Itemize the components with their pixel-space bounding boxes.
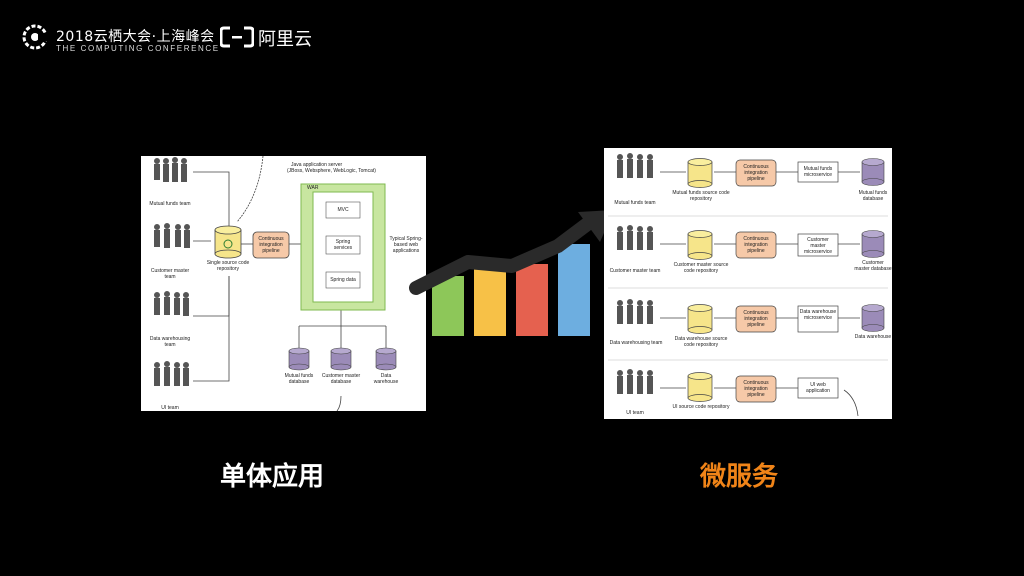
service-boxes bbox=[797, 161, 839, 399]
growth-bar-blue bbox=[558, 244, 590, 336]
db-label-data-warehouse: Data warehouse bbox=[373, 373, 399, 385]
micro-pipeline-label-2: Continuous integration pipeline bbox=[743, 310, 769, 328]
micro-pipeline-label-0: Continuous integration pipeline bbox=[743, 164, 769, 182]
micro-db-label-2: Data warehouse bbox=[854, 334, 892, 340]
growth-bar-red bbox=[516, 264, 548, 336]
pipeline-boxes bbox=[735, 159, 777, 403]
database-icons bbox=[288, 347, 397, 371]
micro-pipeline-label-1: Continuous integration pipeline bbox=[743, 236, 769, 254]
micro-service-label-3: UI web application bbox=[806, 382, 830, 394]
micro-team-label-2: Data warehousing team bbox=[609, 340, 663, 346]
server-title: Java application server bbox=[291, 162, 343, 168]
micro-repo-label-3: UI source code repository bbox=[672, 404, 730, 410]
aliyun-logo-icon bbox=[220, 26, 254, 48]
microservices-caption: 微服务 bbox=[700, 462, 779, 492]
war-label: WAR bbox=[307, 185, 319, 191]
team-label-mutual-funds: Mutual funds team bbox=[149, 201, 191, 207]
micro-db-label-0: Mutual funds database bbox=[858, 190, 888, 202]
db-label-customer-master: Customer master database bbox=[321, 373, 361, 385]
team-label-data-warehousing: Data warehousing team bbox=[149, 336, 191, 348]
pipeline-label: Continuous integration pipeline bbox=[258, 236, 284, 254]
module-spring-data: Spring data bbox=[330, 277, 356, 283]
growth-arrow bbox=[409, 215, 597, 295]
micro-service-label-0: Mutual funds microservice bbox=[803, 166, 833, 178]
source-repository-icon bbox=[214, 225, 242, 259]
server-subtitle: (JBoss, Websphere, WebLogic, Tomcat) bbox=[287, 168, 376, 174]
database-icons bbox=[861, 158, 885, 332]
conference-title: 2018云栖大会·上海峰会 bbox=[56, 29, 215, 45]
team-label-ui: UI team bbox=[161, 405, 179, 411]
growth-bar-yellow bbox=[474, 260, 506, 336]
micro-repo-label-1: Customer master source code repository bbox=[673, 262, 729, 274]
repository-icons bbox=[687, 158, 713, 402]
monolith-caption: 单体应用 bbox=[220, 462, 325, 492]
micro-team-label-3: UI team bbox=[626, 410, 644, 416]
growth-bar-green bbox=[432, 276, 464, 336]
module-mvc: MVC bbox=[337, 207, 349, 213]
micro-service-label-1: Customer master microservice bbox=[803, 237, 833, 255]
team-label-customer-master: Customer master team bbox=[150, 268, 190, 280]
brand-name: 阿里云 bbox=[258, 29, 312, 50]
micro-service-label-2: Data warehouse microservice bbox=[799, 309, 837, 321]
team-people-icons bbox=[617, 153, 653, 394]
conference-subtitle: THE COMPUTING CONFERENCE bbox=[56, 44, 220, 53]
db-label-mutual-funds: Mutual funds database bbox=[284, 373, 314, 385]
monolith-diagram: Java application server (JBoss, Webspher… bbox=[141, 156, 426, 411]
cloud-conference-logo-icon bbox=[22, 24, 48, 50]
micro-repo-label-0: Mutual funds source code repository bbox=[672, 190, 730, 202]
microservices-diagram: Mutual funds team Mutual funds source co… bbox=[604, 148, 892, 419]
repo-label: Single source code repository bbox=[206, 260, 250, 272]
growth-graphic bbox=[409, 210, 614, 336]
micro-repo-label-2: Data warehouse source code repository bbox=[674, 336, 728, 348]
micro-team-label-0: Mutual funds team bbox=[614, 200, 656, 206]
micro-team-label-1: Customer master team bbox=[609, 268, 661, 274]
team-people-icons bbox=[154, 157, 190, 386]
module-spring-services: Spring services bbox=[333, 239, 353, 251]
micro-db-label-1: Customer master database bbox=[854, 260, 892, 272]
micro-pipeline-label-3: Continuous integration pipeline bbox=[743, 380, 769, 398]
typical-label: Typical Spring-based web applications bbox=[389, 236, 423, 254]
ci-pipeline-box bbox=[252, 231, 290, 259]
